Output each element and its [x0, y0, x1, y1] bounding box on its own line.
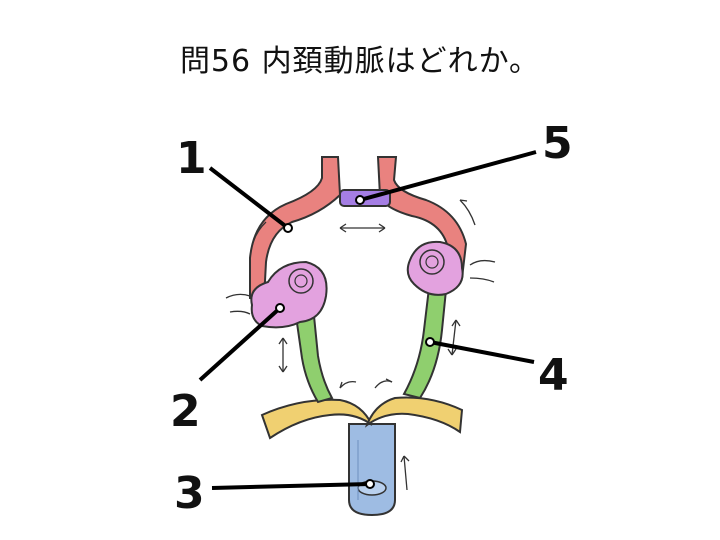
- label-5: 5: [542, 118, 573, 169]
- question-title: 問56 内頚動脈はどれか。: [179, 44, 541, 79]
- leader-lines: [198, 150, 537, 490]
- pink-sac-right: [406, 240, 464, 296]
- label-3: 3: [174, 468, 205, 519]
- label-1: 1: [176, 133, 207, 184]
- green-vessel-left: [294, 313, 334, 404]
- label-2: 2: [170, 386, 201, 437]
- blue-vessel: [348, 423, 396, 517]
- leader-dots: [275, 195, 435, 489]
- red-vessel-right: [376, 156, 468, 280]
- label-4: 4: [538, 350, 569, 401]
- flow-arrows: [225, 199, 496, 491]
- green-vessel-right: [402, 286, 448, 400]
